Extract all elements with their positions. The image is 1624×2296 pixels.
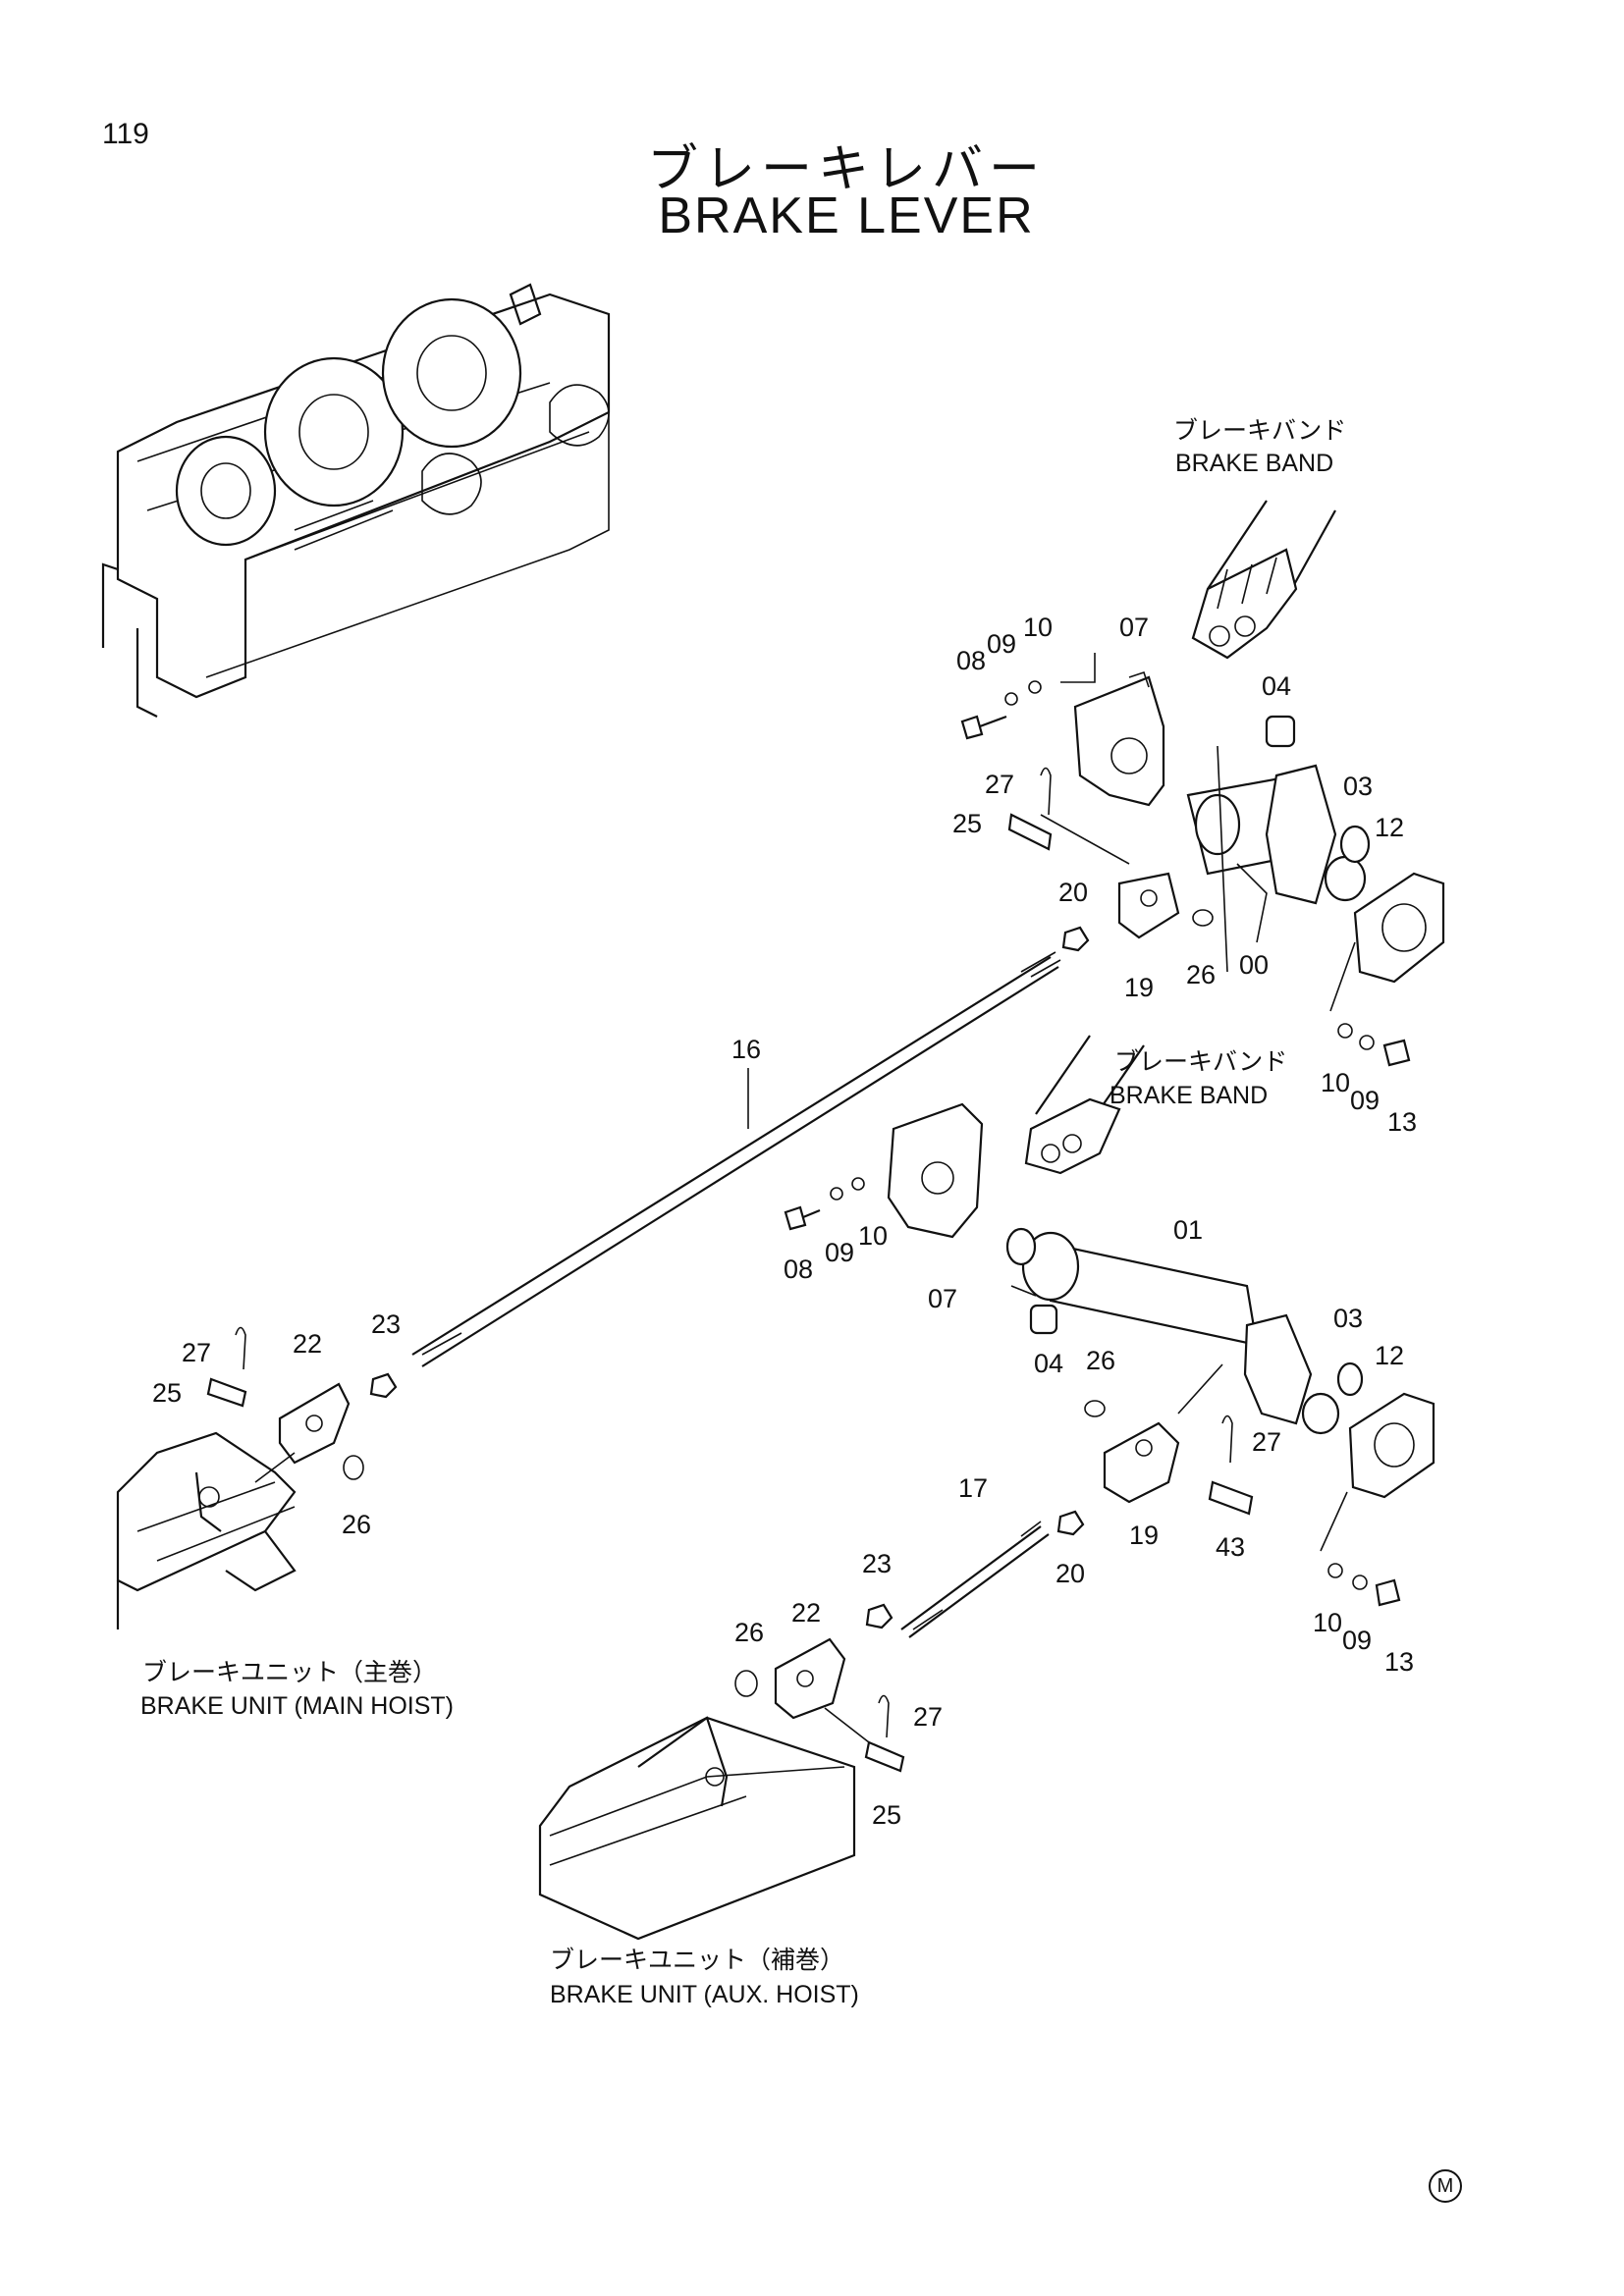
callout-label: 17: [958, 1473, 988, 1503]
callout-label: 09: [1342, 1626, 1372, 1655]
brake-band-lower-caption-jp: ブレーキバンド: [1114, 1048, 1287, 1076]
manual-mark: M: [1429, 2169, 1462, 2203]
callout-label: 19: [1129, 1521, 1159, 1550]
aux-hoist-caption-jp: ブレーキユニット（補巻）: [550, 1947, 844, 1974]
callout-label: 26: [1086, 1346, 1115, 1375]
upper-callouts: 08 09 10 07 04 27 25 03 12 20 00 19 26 1…: [952, 613, 1417, 1137]
callout-label: 27: [1252, 1427, 1281, 1457]
callout-label: 23: [862, 1549, 892, 1578]
callout-label: 19: [1124, 973, 1154, 1002]
main-hoist-caption: BRAKE UNIT (MAIN HOIST): [140, 1692, 454, 1720]
callout-label: 13: [1384, 1647, 1414, 1677]
callout-label: 00: [1239, 950, 1269, 980]
callout-label: 04: [1262, 671, 1291, 701]
callout-label: 26: [342, 1510, 371, 1539]
callout-label: 12: [1375, 813, 1404, 842]
main-hoist-caption-jp: ブレーキユニット（主巻）: [142, 1659, 437, 1686]
upper-lever-assembly: [960, 653, 1445, 1067]
callout-label: 08: [784, 1255, 813, 1284]
callout-label: 20: [1056, 1559, 1085, 1588]
callout-label: 26: [1186, 960, 1216, 989]
callout-label: 07: [1119, 613, 1149, 642]
main-hoist-brake-unit: [116, 1326, 398, 1629]
lower-callouts: 08 09 10 07 01 04 03 12 26 27 19 43 20 1…: [784, 1215, 1414, 1677]
callout-label: 22: [791, 1598, 821, 1628]
callout-label: 26: [734, 1618, 764, 1647]
aux-hoist-brake-unit: [538, 1637, 905, 1941]
callout-label: 03: [1333, 1304, 1363, 1333]
callout-label: 13: [1387, 1107, 1417, 1137]
aux-rod: [865, 1521, 1050, 1638]
rod-callouts: 16: [731, 1035, 761, 1129]
aux-hoist-callouts: 17 23 26 22 27 25: [734, 1473, 988, 1830]
callout-label: 09: [987, 629, 1016, 659]
callout-label: 07: [928, 1284, 957, 1313]
brake-band-upper-caption-jp: ブレーキバンド: [1173, 417, 1346, 445]
callout-label: 10: [1321, 1068, 1350, 1097]
callout-label: 43: [1216, 1532, 1245, 1562]
aux-hoist-caption: BRAKE UNIT (AUX. HOIST): [550, 1981, 859, 2008]
callout-label: 09: [1350, 1086, 1380, 1115]
callout-label: 03: [1343, 772, 1373, 801]
callout-label: 10: [858, 1221, 888, 1251]
callout-label: 04: [1034, 1349, 1063, 1378]
callout-label: 08: [956, 646, 986, 675]
page-title: BRAKE LEVER: [658, 187, 1035, 244]
brake-band-lower-caption: BRAKE BAND: [1110, 1082, 1268, 1109]
callout-label: 10: [1313, 1608, 1342, 1637]
callout-label: 01: [1173, 1215, 1203, 1245]
brake-band-lower: [1024, 1035, 1145, 1175]
callout-label: 27: [182, 1338, 211, 1367]
rod: [411, 951, 1061, 1367]
callout-label: 22: [293, 1329, 322, 1359]
callout-label: 16: [731, 1035, 761, 1064]
callout-label: 25: [872, 1800, 901, 1830]
callout-label: 23: [371, 1309, 401, 1339]
callout-label: 09: [825, 1238, 854, 1267]
lower-lever-assembly: [784, 1102, 1435, 1607]
callout-label: 12: [1375, 1341, 1404, 1370]
brake-band-upper: [1191, 500, 1336, 660]
callout-label: 25: [152, 1378, 182, 1408]
callout-label: 20: [1058, 878, 1088, 907]
callout-label: 27: [985, 770, 1014, 799]
callout-label: 10: [1023, 613, 1053, 642]
main-hoist-callouts: 27 22 25 23 26: [152, 1309, 401, 1539]
page-number: 119: [102, 118, 149, 150]
callout-label: 25: [952, 809, 982, 838]
callout-label: 27: [913, 1702, 943, 1732]
brake-band-upper-caption: BRAKE BAND: [1175, 450, 1333, 477]
page-title-japanese: ブレーキレバー: [646, 141, 1046, 198]
overview-machine-illustration: [101, 283, 611, 718]
